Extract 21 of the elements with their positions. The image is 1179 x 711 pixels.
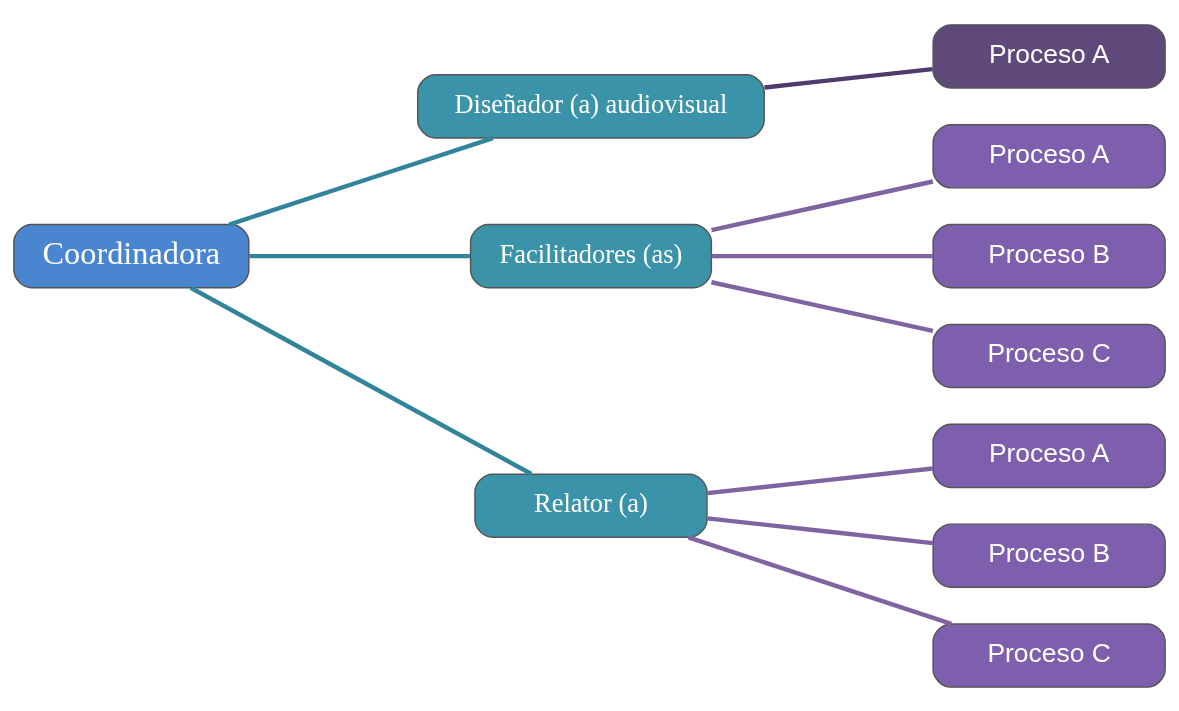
node-box: Proceso A [932, 23, 1166, 89]
connector [764, 66, 933, 90]
node-box: Proceso B [932, 522, 1166, 588]
connector [249, 253, 471, 258]
connector [228, 135, 494, 227]
node-box: Proceso B [932, 223, 1166, 288]
connector [710, 279, 934, 333]
node-box: Proceso A [932, 123, 1166, 189]
node-box: Proceso C [932, 622, 1166, 688]
connector [710, 178, 934, 232]
node-box: Diseñador (a) audiovisual [416, 73, 765, 139]
node-box: Proceso C [932, 323, 1166, 388]
connector [711, 253, 933, 258]
connector [687, 534, 953, 626]
connector [707, 515, 934, 545]
node-box: Facilitadores (as) [469, 223, 713, 288]
connector [707, 465, 934, 495]
node-box: Coordinadora [13, 223, 250, 288]
node-box: Proceso A [932, 423, 1166, 488]
node-box: Relator (a) [474, 472, 708, 538]
connector [189, 285, 533, 476]
